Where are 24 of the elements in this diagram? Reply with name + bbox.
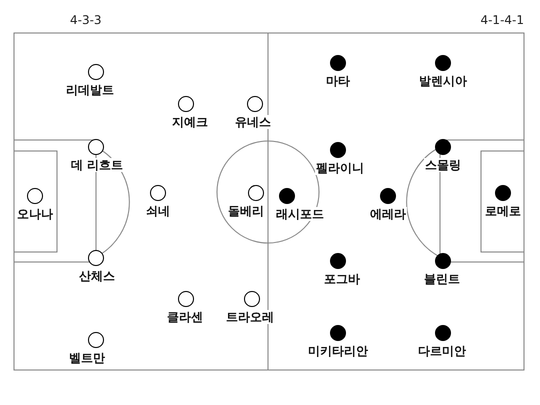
formation-label: 4-3-3: [70, 13, 102, 27]
player-name: 벨트만: [68, 351, 106, 365]
player-name: 지예크: [171, 115, 209, 129]
player-name: 트라오레: [225, 310, 275, 324]
player-name: 스몰링: [424, 158, 462, 172]
player-name: 펠라이니: [315, 161, 365, 175]
player-name: 돌베리: [227, 204, 265, 218]
player-name: 다르미안: [417, 344, 467, 358]
player-name: 래시포드: [275, 207, 325, 221]
player-name: 로메로: [484, 204, 522, 218]
player-name: 산체스: [78, 269, 116, 283]
player-name: 쇠네: [145, 204, 171, 218]
player-name: 마타: [325, 74, 351, 88]
player-name: 클라센: [166, 310, 204, 324]
player-name: 데 리흐트: [70, 158, 124, 172]
player-name: 블린트: [423, 272, 461, 286]
player-name: 에레라: [369, 207, 407, 221]
player-name: 리데발트: [65, 83, 115, 97]
player-name: 발렌시아: [418, 74, 468, 88]
player-name: 포그바: [323, 272, 361, 286]
formation-label: 4-1-4-1: [480, 13, 524, 27]
player-name: 오나나: [16, 207, 54, 221]
player-name: 유네스: [234, 115, 272, 129]
player-name: 미키타리안: [307, 344, 369, 358]
